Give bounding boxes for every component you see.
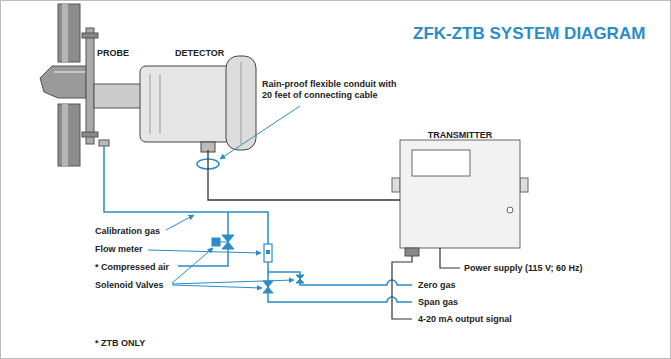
detector-drawing <box>226 56 256 150</box>
gas-piping <box>268 272 412 285</box>
component-label: PROBE <box>97 48 129 59</box>
callout-label: * Compressed air <box>95 262 169 273</box>
connecting-cable <box>208 150 400 200</box>
solenoid-valve <box>263 281 273 287</box>
duct-wall <box>62 4 68 62</box>
probe-drawing <box>86 28 94 144</box>
gas-piping <box>268 262 412 302</box>
callout-label: Solenoid Valves <box>95 280 164 291</box>
probe-drawing <box>54 71 86 73</box>
component-label: TRANSMITTER <box>428 130 493 141</box>
solenoid-valve <box>296 279 304 283</box>
component-node: PROBE <box>95 42 134 54</box>
probe-drawing <box>40 28 142 146</box>
leader-line <box>172 248 213 283</box>
component-node: DETECTOR <box>140 42 258 150</box>
solenoid-valve <box>222 242 234 249</box>
component-label: DETECTOR <box>175 48 224 59</box>
solenoid-valve <box>222 235 234 242</box>
detector-drawing <box>160 74 161 134</box>
probe-drawing <box>82 132 98 137</box>
solenoid-valve <box>263 287 273 293</box>
leader-line <box>172 285 262 288</box>
probe-drawing <box>94 84 142 108</box>
flow-meter <box>266 250 270 254</box>
gas-piping <box>104 146 412 302</box>
transmitter-drawing <box>507 207 513 213</box>
duct-wall <box>62 104 68 166</box>
duct-wall <box>58 104 80 166</box>
transmitter-drawing <box>392 140 528 256</box>
electrical-wiring <box>392 256 412 319</box>
callout-label: Rain-proof flexible conduit with 20 feet… <box>262 79 403 101</box>
solenoid-valve <box>212 235 304 293</box>
probe-drawing <box>82 33 98 38</box>
callout-label: Flow meter <box>95 244 143 255</box>
component-node: TRANSMITTER <box>400 124 520 248</box>
callout-label: Zero gas <box>418 280 456 291</box>
detector-drawing <box>241 62 242 144</box>
leader-line <box>220 106 300 159</box>
solenoid-valve <box>212 238 220 246</box>
transmitter-drawing <box>400 140 520 248</box>
detector-drawing <box>140 56 256 169</box>
probe-drawing <box>99 140 109 146</box>
duct-wall <box>58 4 80 62</box>
diagram-title: ZFK-ZTB SYSTEM DIAGRAM <box>413 24 645 44</box>
leader-line <box>166 215 194 230</box>
callout-label: * ZTB ONLY <box>95 338 145 349</box>
detector-drawing <box>140 66 232 142</box>
leader-line <box>148 106 300 288</box>
transmitter-drawing <box>392 178 400 192</box>
callout-label: Calibration gas <box>95 226 160 237</box>
probe-drawing <box>40 66 86 98</box>
flow-meter <box>264 244 272 262</box>
electrical-wiring <box>392 248 460 319</box>
transmitter-drawing <box>520 178 528 192</box>
flow-meter <box>264 244 272 262</box>
leader-line <box>148 250 261 253</box>
solenoid-valve <box>220 242 228 243</box>
detector-drawing <box>150 74 151 134</box>
transmitter-drawing <box>412 150 470 176</box>
leader-line <box>172 280 294 284</box>
transmitter-drawing <box>405 248 419 256</box>
callout-label: 4-20 mA output signal <box>418 314 512 325</box>
callout-label: Span gas <box>418 297 458 308</box>
electrical-wiring <box>440 248 460 268</box>
callout-label: Power supply (115 V; 60 Hz) <box>464 263 583 274</box>
